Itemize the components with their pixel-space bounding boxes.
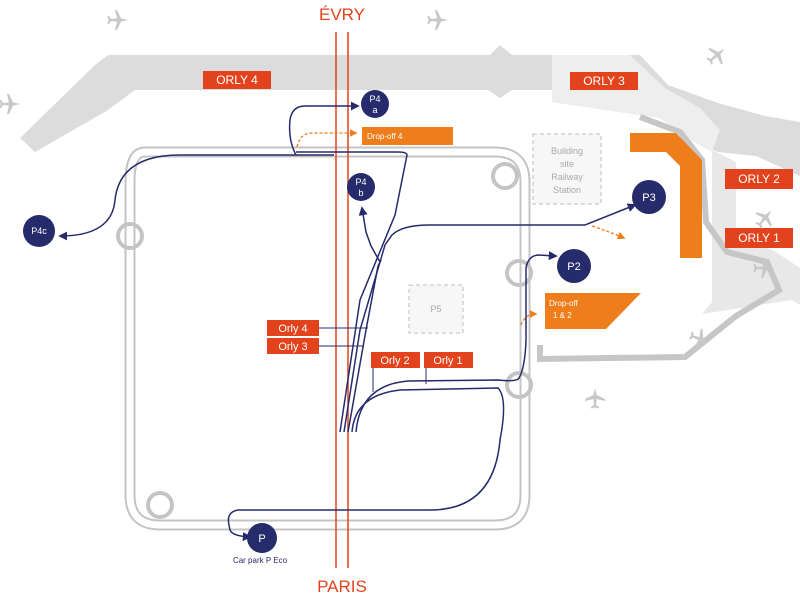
sign-orly-2: Orly 2 (380, 355, 409, 367)
terminal-labels: ORLY 4 ORLY 3 ORLY 2 ORLY 1 (203, 71, 793, 248)
drop-off-areas: Drop-off 4 Drop-off 3 Drop-off 1 & 2 (362, 127, 702, 329)
p2-label: P2 (567, 261, 580, 273)
car-park-p2[interactable]: P2 (557, 249, 591, 283)
terminal-orly-4-box (203, 71, 271, 89)
p4b-label-2: b (358, 188, 363, 198)
road-signs: Orly 4 Orly 3 Orly 2 Orly 1 (267, 320, 473, 368)
route-lines (58, 101, 637, 542)
sign-orly-3-box (267, 338, 319, 354)
car-park-p4c[interactable]: P4c (23, 215, 55, 247)
drop-off-3-label: Drop-off 3 (634, 249, 670, 258)
p-eco-caption: Car park P Eco (233, 556, 288, 565)
terminal-orly-3: ORLY 3 (583, 74, 625, 88)
building-site-railway-station: Building site Railway Station (532, 133, 602, 205)
drop-off-1-2-zone (545, 293, 641, 329)
drop-off-4-zone (362, 127, 453, 145)
drop-off-4-label: Drop-off 4 (367, 132, 403, 141)
airplane-icon (427, 10, 448, 30)
car-park-p4a[interactable]: P4 a (361, 90, 389, 118)
sign-orly-2-box (371, 352, 420, 368)
direction-north-evry: ÉVRY (319, 5, 365, 24)
sign-orly-4: Orly 4 (278, 323, 307, 335)
drop-off-1-2-line-2: 1 & 2 (553, 311, 572, 320)
road-loop (116, 146, 533, 531)
highway-a106 (335, 32, 349, 568)
car-park-p4b[interactable]: P4 b (347, 173, 375, 201)
airplane-icon (702, 40, 732, 70)
airplane-icon (0, 94, 20, 114)
sign-orly-1: Orly 1 (433, 355, 462, 367)
p5-label: P5 (430, 304, 441, 314)
terminal-orly-1: ORLY 1 (738, 231, 780, 245)
terminal-orly-2: ORLY 2 (738, 172, 780, 186)
p4a-label-2: a (372, 105, 377, 115)
sign-orly-4-box (267, 320, 319, 336)
sign-orly-1-box (424, 352, 473, 368)
terminal-orly-4: ORLY 4 (216, 73, 258, 87)
drop-off-1-2-line-1: Drop-off (549, 299, 579, 308)
airplane-icon (107, 10, 128, 30)
car-park-p3[interactable]: P3 (632, 180, 666, 214)
p4c-label: P4c (31, 226, 47, 236)
car-park-markers: P4 a P4 b P4c P3 P2 P Car park P Eco (23, 90, 666, 565)
sign-orly-3: Orly 3 (278, 341, 307, 353)
airplane-icon (585, 388, 605, 409)
building-site-line-4: Station (553, 185, 581, 195)
terminal-orly-2-box (725, 169, 793, 189)
p-eco-label: P (258, 533, 265, 545)
building-site-line-3: Railway (551, 172, 583, 182)
p3-label: P3 (642, 192, 655, 204)
car-park-p-eco[interactable]: P Car park P Eco (233, 523, 288, 565)
p4b-label-1: P4 (355, 177, 366, 187)
direction-south-paris: PARIS (317, 577, 367, 596)
terminal-orly-3-box (570, 72, 638, 90)
terminal-orly-1-box (725, 228, 793, 248)
drop-off-3-zone (630, 133, 702, 258)
building-site-line-2: site (560, 159, 574, 169)
p4a-label-1: P4 (369, 94, 380, 104)
building-site-line-1: Building (551, 146, 583, 156)
sign-connectors (318, 327, 427, 392)
car-park-p5: P5 (408, 284, 464, 334)
